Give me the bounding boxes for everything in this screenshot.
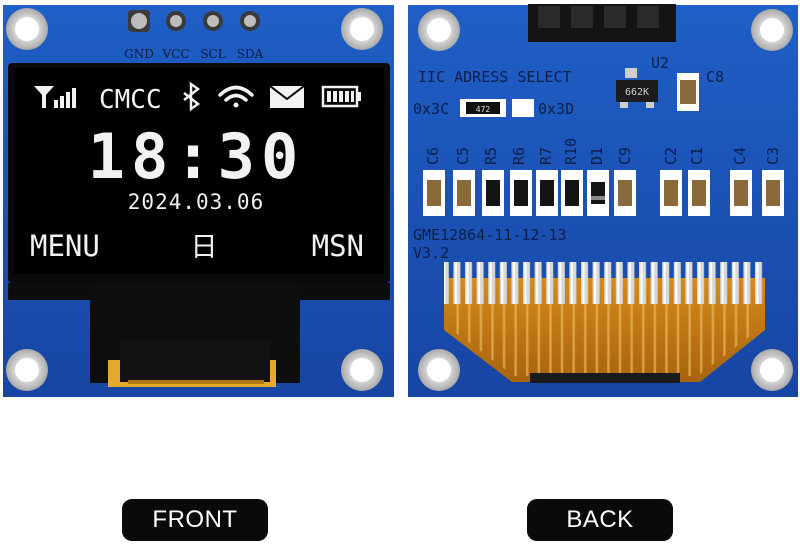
label-r5: R5: [482, 147, 500, 165]
mail-icon: [269, 85, 305, 108]
board-version: V3.2: [413, 244, 449, 262]
label-r6: R6: [510, 147, 528, 165]
label-r10: R10: [562, 138, 580, 165]
softkey-menu: MENU: [30, 229, 100, 263]
addr-0x3c: 0x3C: [413, 100, 449, 118]
iic-address-label: IIC ADRESS SELECT: [418, 68, 572, 86]
back-caption: BACK: [527, 499, 673, 541]
wifi-icon: [218, 85, 254, 108]
svg-text:472: 472: [476, 105, 491, 114]
label-c3: C3: [764, 147, 782, 165]
address-resistor: 472: [460, 99, 534, 117]
front-caption: FRONT: [122, 499, 268, 541]
back-header: [528, 4, 676, 42]
pin-label-gnd: GND: [124, 47, 154, 61]
label-c2: C2: [662, 147, 680, 165]
pin-label-sda: SDA: [237, 47, 264, 61]
signal-icon: [34, 86, 76, 108]
pin-label-vcc: VCC: [161, 47, 189, 61]
softkey-calendar: 日: [191, 232, 218, 263]
date-text: 2024.03.06: [128, 190, 264, 214]
back-module: IIC ADRESS SELECT 662K U2 C8 0x3C 472 0x…: [408, 4, 798, 397]
c8-label: C8: [706, 68, 724, 86]
label-c4: C4: [731, 147, 749, 165]
label-c1: C1: [688, 147, 706, 165]
label-c9: C9: [616, 147, 634, 165]
header-pins: [128, 10, 260, 32]
pin-label-scl: SCL: [200, 47, 225, 61]
label-d1: D1: [588, 147, 606, 165]
u2-regulator: 662K: [616, 68, 658, 108]
chip-code: 662K: [625, 87, 649, 98]
label-c5: C5: [454, 147, 472, 165]
bluetooth-icon: [183, 81, 201, 112]
smd-components: [423, 170, 784, 216]
front-module: GND VCC SCL SDA CMCC: [3, 5, 394, 397]
carrier-text: CMCC: [99, 85, 162, 115]
fpc-connector: [444, 262, 765, 383]
fpc-pins: [444, 262, 765, 304]
c8-capacitor: [677, 73, 699, 111]
u2-label: U2: [651, 54, 669, 72]
addr-0x3d: 0x3D: [538, 100, 574, 118]
battery-icon: [321, 85, 361, 108]
label-c6: C6: [424, 147, 442, 165]
clock-time: 18:30: [88, 120, 305, 193]
board-name: GME12864-11-12-13: [413, 226, 567, 244]
softkey-msn: MSN: [312, 229, 364, 263]
label-r7: R7: [537, 147, 555, 165]
